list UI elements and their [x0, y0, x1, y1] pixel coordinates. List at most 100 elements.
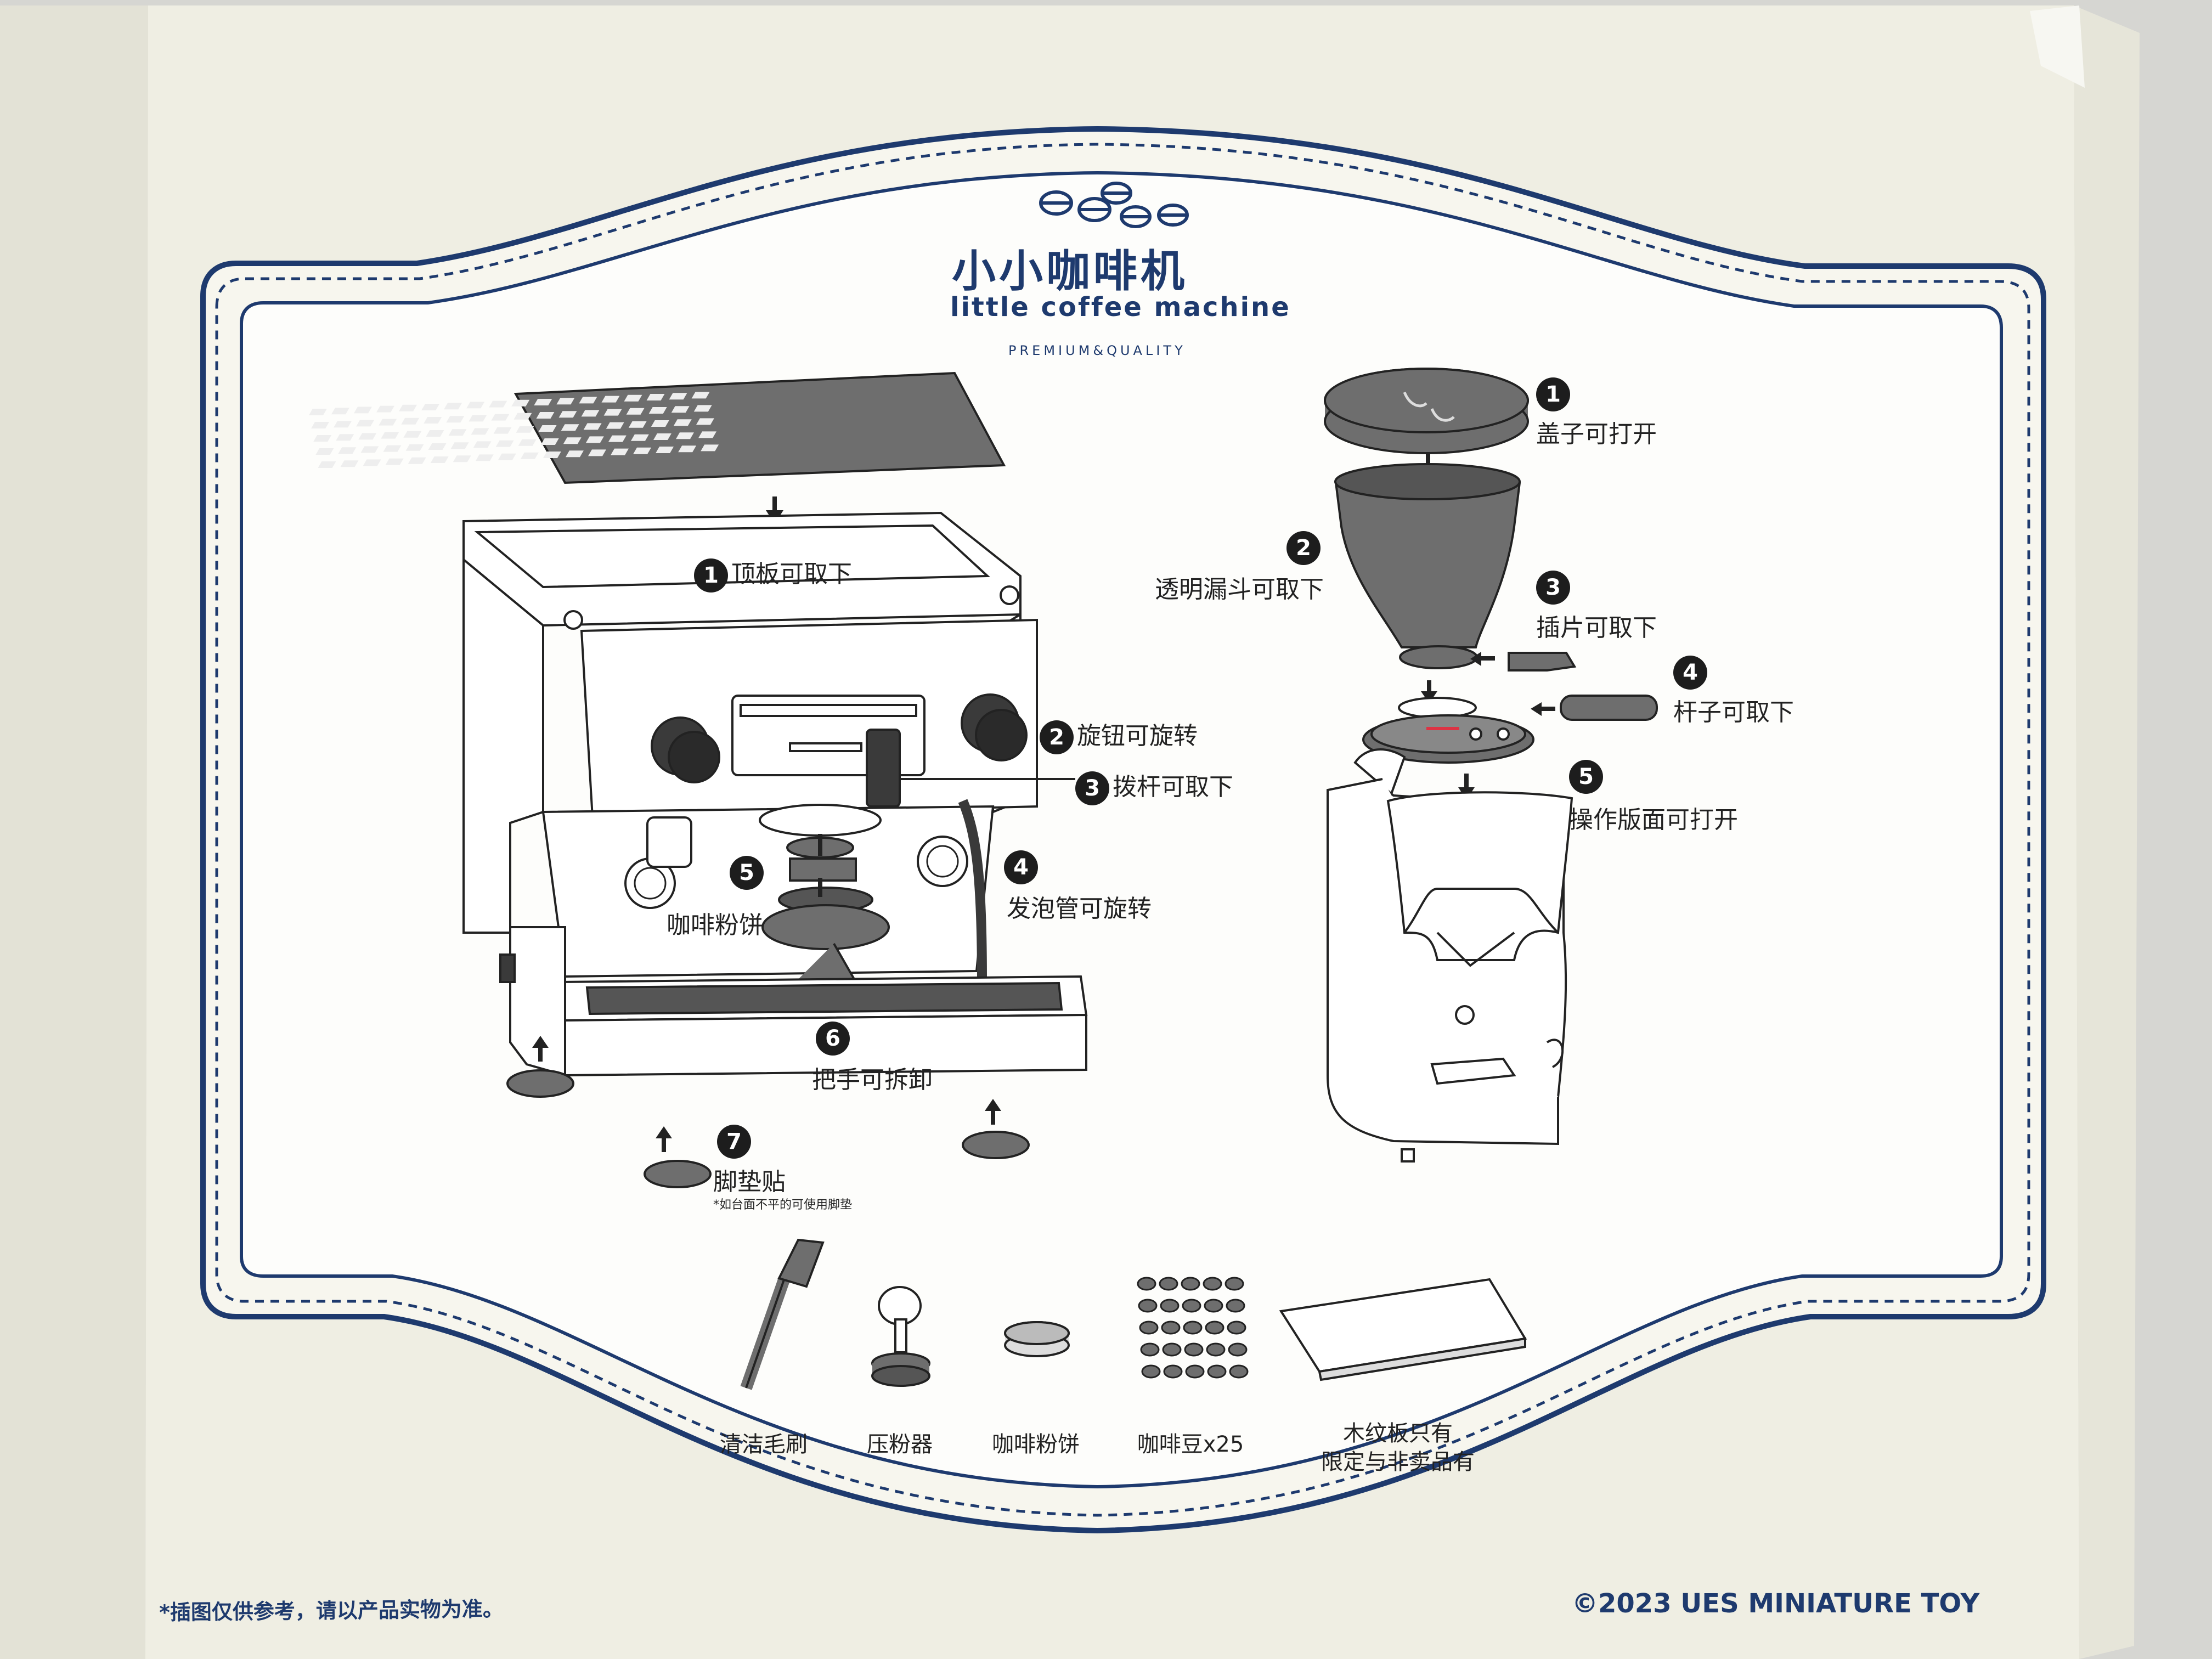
- step-number: 3: [1536, 571, 1570, 605]
- grate-slot: [493, 427, 512, 434]
- espresso-machine-illustration: [308, 371, 1088, 1188]
- grate-slot: [630, 434, 649, 441]
- grate-slot: [514, 413, 532, 420]
- grate-slot: [536, 412, 555, 419]
- grate-slot: [426, 430, 444, 437]
- grate-slot: [448, 429, 467, 436]
- grate-slot: [671, 406, 690, 413]
- grate-slot: [676, 432, 694, 439]
- grate-slot: [588, 449, 606, 456]
- coffee-bean: [1205, 1321, 1224, 1335]
- grate-slot: [648, 407, 667, 414]
- grate-slot: [475, 454, 494, 461]
- coffee-bean: [1226, 1299, 1245, 1313]
- grate-slot: [653, 433, 672, 440]
- grate-slot: [308, 409, 327, 415]
- step-number: 7: [717, 1125, 751, 1159]
- accessory-label-board-2: 限定与非卖品有: [1321, 1449, 1475, 1475]
- coffee-bean: [1163, 1364, 1183, 1379]
- grate-slot: [311, 422, 330, 428]
- coffee-bean: [1162, 1342, 1182, 1357]
- wood-board-icon: [1279, 1278, 1527, 1381]
- grate-slot: [399, 404, 417, 411]
- grinder-label-4: 杆子可取下: [1673, 698, 1794, 726]
- brush-icon: [740, 1238, 825, 1390]
- machine-label-4: 发泡管可旋转: [1007, 895, 1152, 923]
- accessory-label-board: 木纹板只有: [1343, 1421, 1453, 1446]
- grate-slot: [489, 400, 507, 408]
- grate-slot: [471, 428, 489, 435]
- grate-slot: [673, 419, 692, 426]
- step-number: 3: [1075, 771, 1109, 805]
- accessory-label-tamper: 压粉器: [867, 1432, 933, 1457]
- machine-label-5: 咖啡粉饼: [667, 911, 763, 939]
- grate-slot: [356, 420, 375, 427]
- grate-slot: [628, 421, 647, 428]
- grate-slot: [381, 432, 399, 439]
- coffee-bean: [1204, 1299, 1223, 1313]
- frame-inner: [240, 171, 2003, 1489]
- foot-pad: [962, 1131, 1030, 1159]
- disclaimer: *插图仅供参考，请以产品实物为准。: [159, 1596, 504, 1625]
- grate-slot: [318, 461, 336, 468]
- foot-note: *如台面不平的可使用脚垫: [713, 1198, 853, 1212]
- grate-slot: [583, 423, 602, 430]
- machine-label-7: 脚垫贴: [713, 1168, 786, 1196]
- coffee-bean: [1139, 1321, 1159, 1335]
- coffee-bean: [1229, 1364, 1249, 1379]
- grate-slot: [701, 444, 719, 452]
- grate-slot: [651, 420, 669, 427]
- grinder-label-5: 操作版面可打开: [1569, 806, 1738, 834]
- lever: [866, 729, 901, 808]
- step-number: 5: [1569, 760, 1603, 794]
- grate-slot: [473, 441, 492, 448]
- grate-slot: [354, 407, 372, 414]
- foot-pad: [644, 1160, 712, 1188]
- grate-slot: [385, 458, 404, 465]
- grate-slot: [646, 394, 665, 400]
- grate-slot: [698, 431, 716, 438]
- grinder-label-3: 插片可取下: [1536, 614, 1657, 642]
- grate-slot: [624, 394, 642, 402]
- coffee-puck-icon: [1004, 1321, 1070, 1357]
- grate-slot: [581, 410, 600, 417]
- foot-pad: [506, 1069, 574, 1098]
- coffee-bean: [1224, 1277, 1244, 1291]
- step-number: 2: [1040, 720, 1074, 754]
- label-text: 拨杆可取下: [1113, 773, 1233, 801]
- grinder-illustration: [1324, 368, 1658, 1163]
- grate-slot: [428, 443, 447, 450]
- coffee-beans-icon: [1137, 1277, 1249, 1379]
- grate-slot: [608, 435, 627, 442]
- bean-logo-icon: [1039, 182, 1189, 228]
- grate-slot: [408, 457, 426, 464]
- left-fold: [0, 5, 148, 1659]
- grate-slot: [340, 460, 359, 467]
- frame-stitch: [215, 143, 2030, 1517]
- grate-slot: [556, 398, 575, 405]
- grate-slot: [669, 393, 687, 400]
- grate-slot: [601, 396, 620, 403]
- grate-slot: [331, 408, 349, 415]
- grate-slot: [691, 392, 710, 399]
- coffee-bean: [1185, 1364, 1205, 1379]
- grate-slot: [585, 436, 604, 443]
- coffee-bean: [1181, 1277, 1200, 1291]
- grate-slot: [543, 452, 561, 458]
- grate-slot: [313, 435, 332, 442]
- grate-slot: [633, 447, 651, 454]
- grate-slot: [444, 403, 462, 410]
- grate-slot: [379, 419, 397, 426]
- coffee-bean: [1137, 1277, 1156, 1291]
- grate-slot: [358, 433, 377, 440]
- step-number: 6: [816, 1022, 850, 1056]
- step-number: 1: [1536, 377, 1570, 411]
- accessories-illustrations: [740, 1238, 1527, 1390]
- coffee-bean: [1228, 1342, 1248, 1357]
- grate-slot: [315, 448, 334, 455]
- grate-slot: [611, 448, 629, 455]
